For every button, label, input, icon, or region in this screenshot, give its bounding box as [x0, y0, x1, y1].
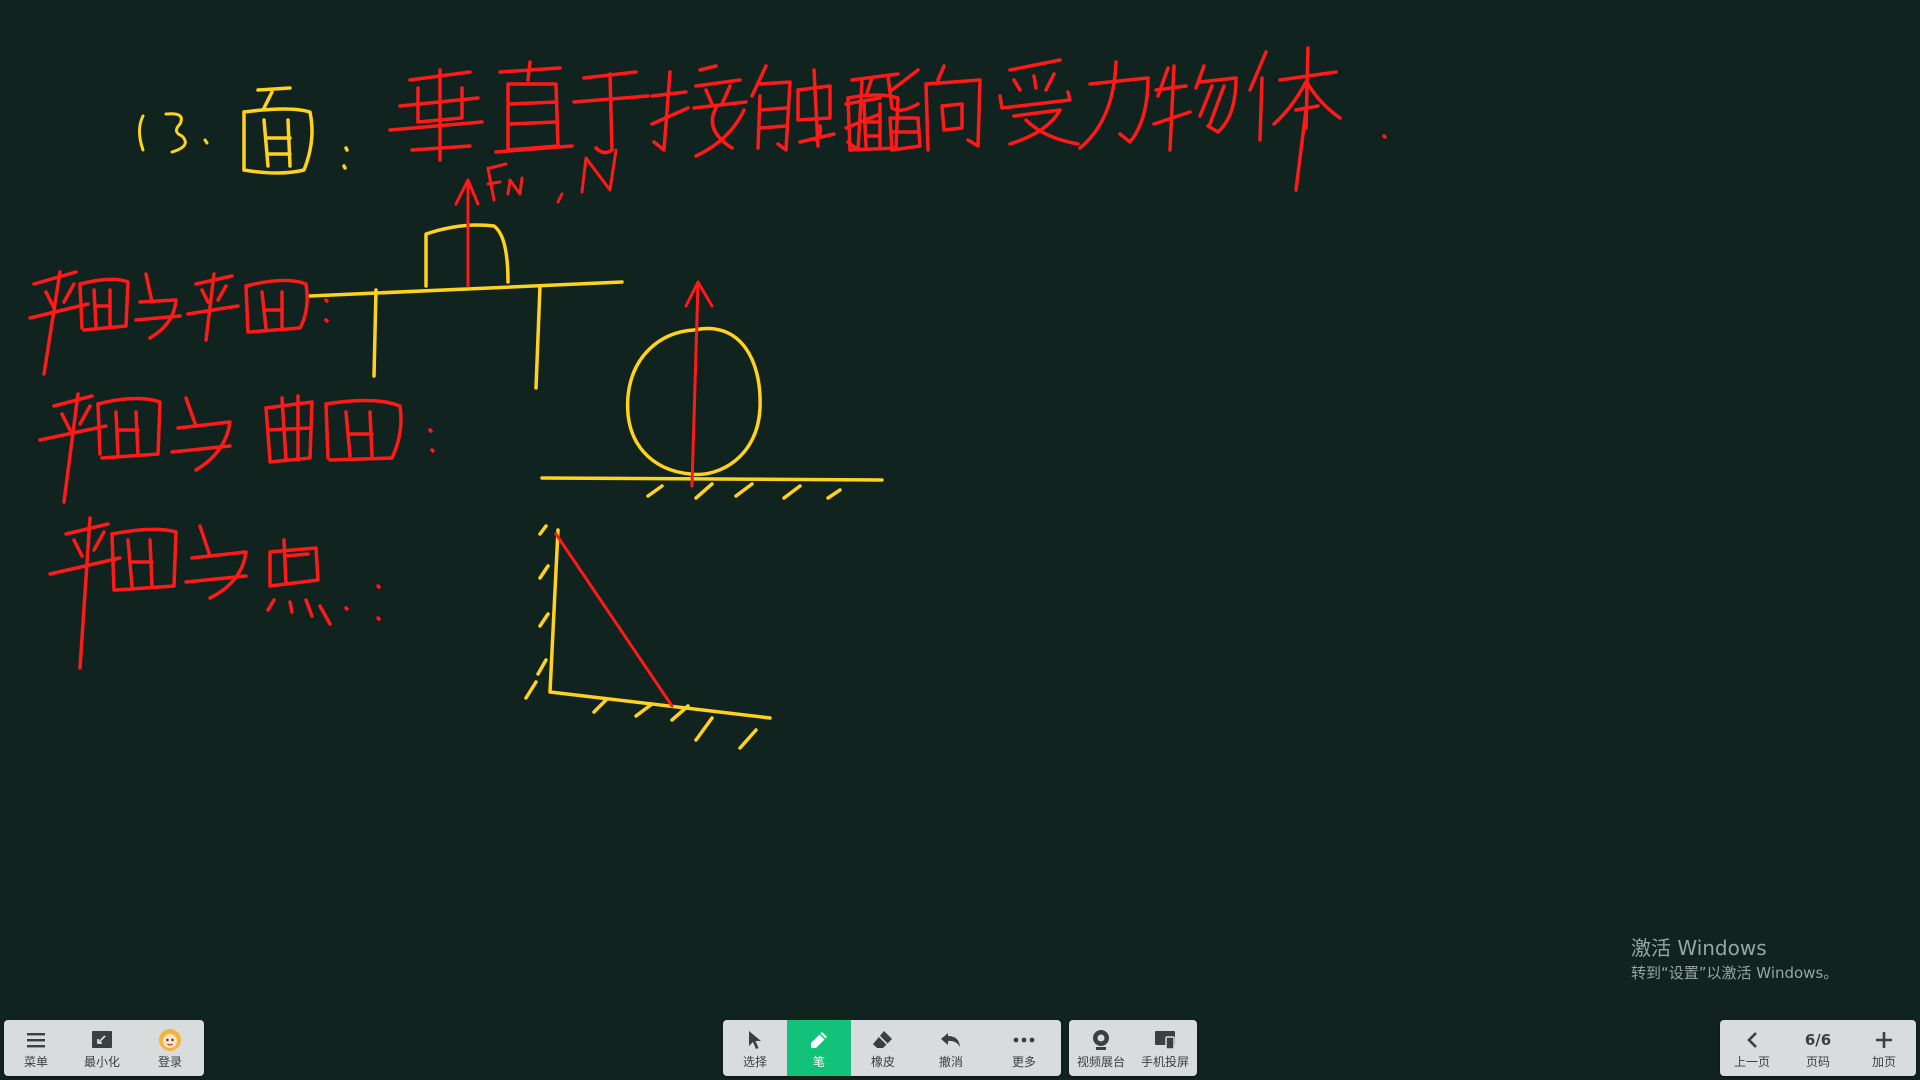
- more-button[interactable]: 更多: [987, 1020, 1061, 1076]
- select-label: 选择: [742, 1054, 767, 1069]
- phone-cast-button[interactable]: 手机投屏: [1133, 1020, 1197, 1076]
- activation-title: 激活 Windows: [1631, 936, 1767, 960]
- undo-icon: [940, 1028, 962, 1052]
- phone-cast-icon: [1154, 1028, 1176, 1052]
- minimize-button[interactable]: 最小化: [68, 1020, 136, 1076]
- page-indicator: 6/6: [1804, 1030, 1832, 1049]
- menu-label: 菜单: [23, 1054, 48, 1069]
- video-booth-label: 视频展台: [1076, 1054, 1125, 1069]
- camera-icon: [1091, 1028, 1111, 1052]
- undo-button[interactable]: 撤消: [915, 1020, 987, 1076]
- add-page-button[interactable]: 加页: [1852, 1020, 1916, 1076]
- prev-page-button[interactable]: 上一页: [1720, 1020, 1784, 1076]
- more-label: 更多: [1011, 1054, 1036, 1069]
- page-number-button[interactable]: 6/6 页码: [1784, 1020, 1852, 1076]
- windows-activation-watermark: 激活 Windows 转到“设置”以激活 Windows。: [1631, 935, 1838, 983]
- pen-label: 笔: [812, 1054, 825, 1069]
- page-nav-toolbar: 上一页 6/6 页码 加页: [1720, 1020, 1916, 1076]
- wall-corner-drawing: [524, 524, 772, 750]
- menu-icon: [26, 1028, 46, 1052]
- activation-subtitle: 转到“设置”以激活 Windows。: [1631, 964, 1839, 982]
- chevron-left-icon: [1746, 1028, 1758, 1052]
- left-toolbar: 菜单 最小化 登录: [4, 1020, 204, 1076]
- more-icon: [1013, 1028, 1035, 1052]
- eraser-icon: [872, 1028, 894, 1052]
- minimize-icon: [91, 1028, 113, 1052]
- menu-button[interactable]: 菜单: [4, 1020, 68, 1076]
- heading-number-ink: [138, 112, 209, 154]
- page-number-label: 页码: [1805, 1054, 1830, 1069]
- normal-force-arrow-ball: [684, 280, 714, 488]
- eraser-label: 橡皮: [870, 1054, 895, 1069]
- ball-on-ground-drawing: [540, 326, 884, 500]
- pen-tool-button[interactable]: 笔: [787, 1020, 851, 1076]
- heading-mian-ink: [242, 86, 349, 175]
- label-plane-curve-ink: [38, 392, 435, 504]
- normal-force-arrow-top: [454, 148, 618, 288]
- rod-against-corner: [554, 532, 674, 708]
- prev-page-label: 上一页: [1733, 1054, 1770, 1069]
- label-plane-point-ink: [48, 516, 381, 670]
- undo-label: 撤消: [938, 1054, 963, 1069]
- center-toolbar: 选择 笔 橡皮 撤消 更多: [723, 1020, 1061, 1076]
- add-page-label: 加页: [1871, 1054, 1896, 1069]
- eraser-tool-button[interactable]: 橡皮: [851, 1020, 915, 1076]
- cursor-icon: [747, 1028, 763, 1052]
- heading-definition-ink: [388, 46, 1387, 192]
- plus-icon: [1875, 1028, 1893, 1052]
- avatar-icon: [158, 1028, 182, 1052]
- minimize-label: 最小化: [83, 1054, 120, 1069]
- phone-cast-label: 手机投屏: [1140, 1054, 1189, 1069]
- plane-block-drawing: [308, 223, 624, 390]
- select-tool-button[interactable]: 选择: [723, 1020, 787, 1076]
- login-label: 登录: [157, 1054, 182, 1069]
- pen-icon: [809, 1028, 829, 1052]
- video-booth-button[interactable]: 视频展台: [1069, 1020, 1133, 1076]
- login-button[interactable]: 登录: [136, 1020, 204, 1076]
- media-toolbar: 视频展台 手机投屏: [1069, 1020, 1197, 1076]
- label-plane-plane-ink: [28, 270, 329, 376]
